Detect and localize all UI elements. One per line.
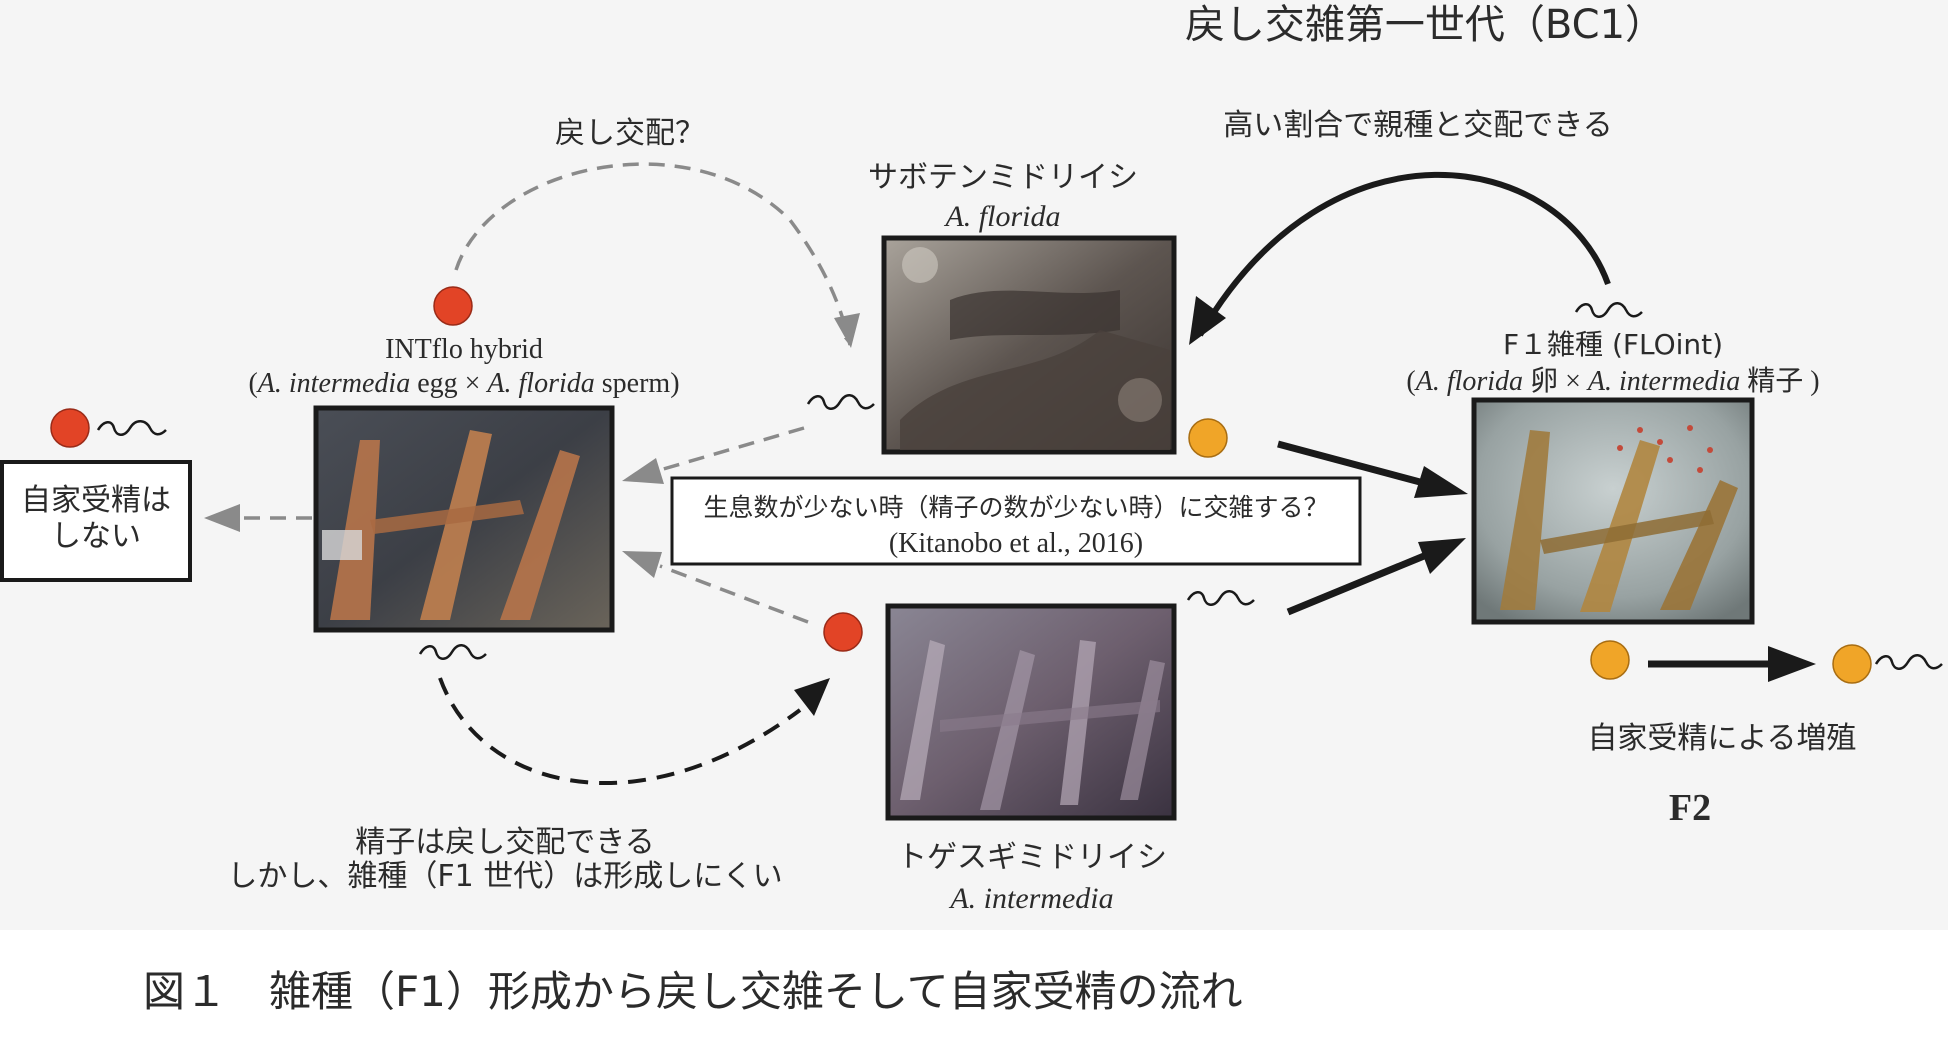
floint-name: F１雑種 (FLOint) <box>1503 328 1723 361</box>
sperm-no-selfing <box>96 420 167 436</box>
intermedia-photo <box>885 603 1177 821</box>
egg-red-no-selfing <box>50 408 90 448</box>
intflo-cross-d: sperm) <box>595 368 680 399</box>
f2-label: F2 <box>1669 787 1711 829</box>
sperm-note-line2: しかし、雑種（F1 世代）は形成しにくい <box>227 859 782 894</box>
sperm-f2 <box>1874 654 1943 670</box>
intflo-name: INTflo hybrid <box>385 334 543 365</box>
florida-sci-name: A. florida <box>943 200 1060 233</box>
intermedia-jp-name: トゲスギミドリイシ <box>897 840 1167 875</box>
floint-cross-d: 精子 ) <box>1740 365 1819 397</box>
backcross-question-arrow <box>454 162 853 346</box>
intermedia-to-f1-arrow <box>1286 552 1426 616</box>
sperm-backcross-arrowhead <box>794 678 830 716</box>
intflo-cross-open: ( <box>248 368 257 399</box>
floint-photo <box>1471 397 1755 625</box>
center-note-line1: 生息数が少ない時（精子の数が少ない時）に交雑する？ <box>703 493 1328 522</box>
florida-photo <box>881 235 1177 455</box>
floint-cross-c: A. intermedia <box>1586 366 1740 397</box>
intflo-cross-b: egg × <box>410 368 487 399</box>
no-selfing-line2: しない <box>51 519 141 554</box>
egg-red-intermedia <box>823 612 863 652</box>
floint-cross: (A. florida 卵 × A. intermedia 精子 ) <box>1406 365 1819 397</box>
f1-to-f2-arrowhead <box>1768 646 1816 682</box>
intermedia-to-hybrid-arrow <box>659 564 809 624</box>
no-selfing-box <box>0 460 192 582</box>
figure-caption: 図１ 雑種（F1）形成から戻し交雑そして自家受精の流れ <box>143 967 1243 1016</box>
sperm-intermedia <box>1186 590 1255 606</box>
no-selfing-line1: 自家受精は <box>21 483 171 518</box>
intflo-photo <box>313 405 615 633</box>
florida-to-f1-arrow <box>1277 440 1421 486</box>
hybrid-no-selfing-arrowhead <box>204 504 240 532</box>
floint-cross-open: ( <box>1406 366 1415 397</box>
sperm-bc1 <box>1574 302 1643 318</box>
bc1-curved-arrow <box>1197 171 1611 337</box>
floint-cross-a: A. florida <box>1414 366 1523 397</box>
intflo-cross-a: A. intermedia <box>256 368 410 399</box>
florida-jp-name: サボテンミドリイシ <box>868 160 1138 195</box>
intflo-cross-c: A. florida <box>485 368 594 399</box>
intflo-cross: (A. intermedia egg × A. florida sperm) <box>248 368 679 399</box>
center-note-box <box>670 476 1362 566</box>
florida-to-hybrid-arrowhead <box>622 458 664 484</box>
backcross-question-arrowhead <box>834 313 860 348</box>
sperm-note-line1: 精子は戻し交配できる <box>355 825 654 860</box>
florida-to-hybrid-arrow <box>659 426 805 472</box>
intermedia-to-f1-arrowhead <box>1418 538 1466 574</box>
egg-orange-f2 <box>1832 644 1872 684</box>
bc1-note: 高い割合で親種と交配できる <box>1223 108 1612 143</box>
sperm-backcross-arrow <box>438 677 802 785</box>
sperm-florida <box>806 394 875 410</box>
bc1-title: 戻し交雑第一世代（BC1） <box>1185 2 1665 48</box>
intermedia-sci-name: A. intermedia <box>948 882 1113 915</box>
florida-to-f1-arrowhead <box>1414 466 1468 498</box>
sperm-intflo <box>418 644 487 660</box>
egg-red-backcross <box>433 286 473 326</box>
bc1-curved-arrowhead <box>1189 296 1226 345</box>
floint-cross-b: 卵 × <box>1523 365 1588 397</box>
egg-orange-f1 <box>1590 640 1630 680</box>
selfing-propagation-label: 自家受精による増殖 <box>1587 721 1856 756</box>
intermedia-to-hybrid-arrowhead <box>622 551 662 578</box>
backcross-question-label: 戻し交配？ <box>555 116 705 151</box>
center-note-line2: (Kitanobo et al., 2016) <box>889 528 1143 559</box>
egg-orange-florida <box>1188 418 1228 458</box>
